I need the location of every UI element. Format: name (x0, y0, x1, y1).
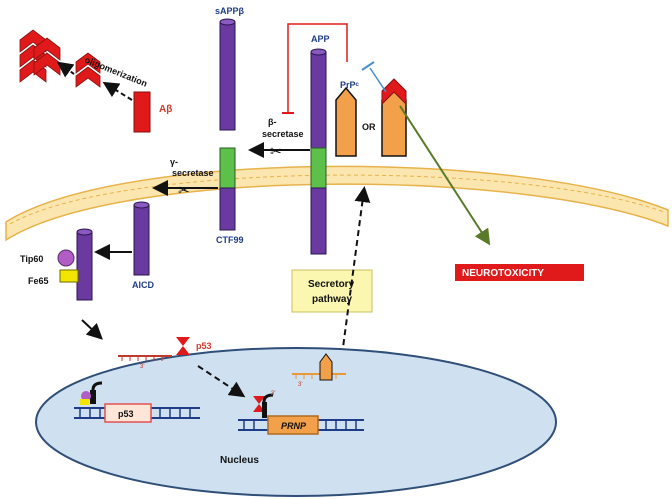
beta-secretase-label-2: secretase (262, 129, 304, 139)
p53-protein-label: p53 (196, 341, 212, 351)
secretory-label-2: pathway (312, 294, 352, 305)
complex-to-nucleus-arrow (81, 319, 103, 340)
prnp-gene-label: PRNP (281, 421, 307, 431)
abeta-peptide (133, 91, 151, 133)
prnp-gene-dna (238, 415, 364, 435)
fe65-label: Fe65 (28, 276, 49, 286)
p53-protein (176, 337, 190, 355)
scissors-icon: ✂ (270, 143, 282, 159)
nucleus-label: Nucleus (220, 455, 259, 466)
prpc-nascent-protein (319, 353, 333, 381)
or-label: OR (362, 122, 376, 132)
aicd-fragment (133, 201, 150, 276)
neurotoxicity-arrow (399, 105, 491, 246)
p53-gene-dna (74, 403, 200, 423)
cell-membrane (5, 165, 669, 242)
svg-text:3': 3' (140, 364, 144, 370)
secretory-arrow (341, 186, 371, 356)
aicd-tip60-fe65-complex (57, 228, 93, 301)
neurotoxicity-box (455, 264, 584, 281)
scissors-icon: ✂ (178, 182, 190, 198)
prpc-abeta-bound (381, 78, 407, 157)
ctf99-label: CTF99 (216, 235, 244, 245)
abeta-prpc-inhibition-line (369, 67, 387, 93)
secretory-label-1: Secretory (308, 279, 355, 290)
app-protein (310, 48, 327, 255)
svg-text:3': 3' (298, 382, 302, 388)
p53-gene-label: p53 (118, 409, 134, 419)
abeta-oligomers (19, 29, 101, 88)
ctf99-fragment (219, 147, 236, 231)
svg-text:3': 3' (271, 391, 275, 397)
p53-to-prnp-arrow (197, 365, 246, 398)
gamma-secretase-label-2: secretase (172, 168, 214, 178)
neurotoxicity-label: NEUROTOXICITY (462, 268, 544, 279)
sappb-fragment (219, 18, 236, 131)
gamma-secretase-label-1: γ- (170, 157, 178, 167)
p53-on-prnp-promoter: 3' (253, 391, 275, 418)
p53-mrna: 3' (118, 355, 172, 370)
aicd-complex-on-dna (80, 381, 103, 405)
aicd-label: AICD (132, 280, 154, 290)
tip60-label: Tip60 (20, 254, 43, 264)
oligomer-to-cluster-arrow (56, 61, 75, 78)
app-label: APP (311, 34, 330, 44)
sappb-label: sAPPβ (215, 6, 245, 16)
prp-inhibits-beta-secretase-line (287, 23, 348, 113)
secretory-pathway-box (291, 269, 373, 313)
abeta-label: Aβ (159, 104, 172, 115)
prpc-protein (335, 86, 357, 157)
oligomerization-arrow (102, 81, 133, 101)
prpc-label: PrPᶜ (340, 80, 360, 90)
beta-secretase-label-1: β- (268, 117, 277, 127)
